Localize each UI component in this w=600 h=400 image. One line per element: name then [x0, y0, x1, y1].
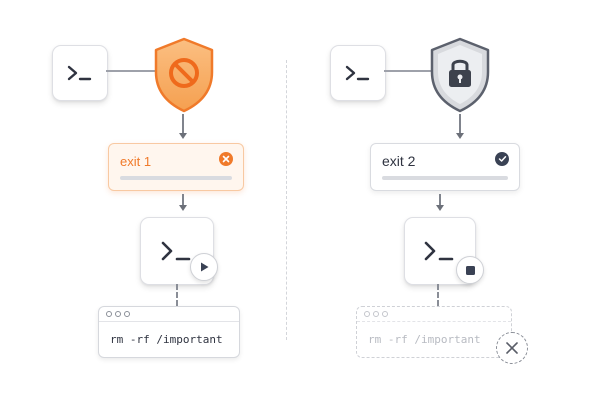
terminal-window-right-cancelled: rm -rf /important — [356, 306, 512, 358]
top-left-terminal-tile[interactable] — [52, 45, 108, 101]
status-progress-bar — [120, 176, 232, 180]
stop-icon — [465, 265, 475, 275]
window-dot-icon — [364, 311, 370, 317]
window-dot-icon — [382, 311, 388, 317]
command-text: rm -rf /important — [368, 333, 481, 346]
terminal-prompt-icon — [67, 65, 92, 81]
connector-line-right — [384, 70, 432, 72]
play-icon — [201, 262, 209, 272]
stop-button[interactable] — [456, 256, 484, 284]
check-icon — [495, 152, 509, 166]
window-dot-icon — [373, 311, 379, 317]
terminal-titlebar — [99, 307, 239, 322]
arrow-shaft-left-1 — [182, 114, 184, 134]
terminal-window-left: rm -rf /important — [98, 306, 240, 358]
terminal-prompt-icon — [424, 241, 454, 261]
connector-line-left — [106, 70, 156, 72]
arrow-head-right-2 — [436, 205, 444, 211]
window-dot-icon — [106, 311, 112, 317]
arrow-shaft-right-2 — [439, 194, 441, 206]
arrow-shaft-left-2 — [182, 194, 184, 206]
cancel-button[interactable] — [496, 332, 528, 364]
arrow-head-left-2 — [179, 205, 187, 211]
error-x-icon — [219, 152, 233, 166]
terminal-titlebar — [357, 307, 511, 322]
arrow-head-right-1 — [456, 133, 464, 139]
arrow-shaft-right-1 — [459, 114, 461, 134]
center-divider — [286, 60, 287, 340]
terminal-prompt-icon — [161, 241, 191, 261]
blocked-shield-icon — [154, 37, 214, 113]
exit-status-label: exit 2 — [382, 153, 416, 169]
play-button[interactable] — [190, 253, 218, 281]
exit-status-card-left: exit 1 — [108, 143, 244, 191]
arrow-head-left-1 — [179, 133, 187, 139]
terminal-prompt-icon — [345, 65, 370, 81]
window-dot-icon — [115, 311, 121, 317]
exit-status-card-right: exit 2 — [370, 143, 520, 191]
dashed-connector-right — [437, 284, 439, 306]
close-icon — [506, 342, 518, 354]
command-text: rm -rf /important — [110, 333, 223, 346]
dashed-connector-left — [176, 284, 178, 306]
lock-shield-icon — [430, 37, 490, 113]
window-dot-icon — [124, 311, 130, 317]
top-right-terminal-tile[interactable] — [330, 45, 386, 101]
status-progress-bar — [382, 176, 508, 180]
exit-status-label: exit 1 — [120, 154, 152, 169]
